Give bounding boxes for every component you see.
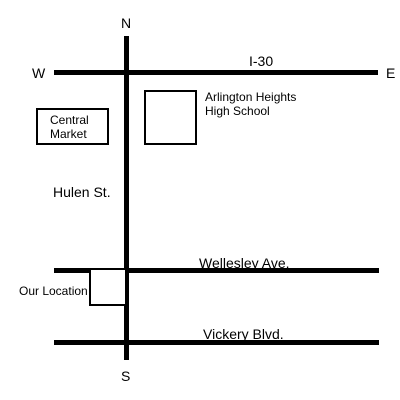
vickery-blvd-road — [54, 340, 379, 345]
central-market-label-line1: Central — [50, 113, 89, 127]
wellesley-ave-road — [54, 268, 379, 273]
compass-north-label: N — [121, 15, 132, 31]
i30-road — [54, 70, 378, 75]
vickery-blvd-label: Vickery Blvd. — [203, 326, 284, 342]
compass-west-label: W — [32, 65, 46, 81]
high-school-label-line2: High School — [205, 104, 270, 118]
i30-label: I-30 — [249, 53, 274, 69]
high-school-label-line1: Arlington Heights — [205, 90, 297, 104]
high-school-label: Arlington Heights High School — [205, 90, 296, 118]
central-market-marker: Central Market — [36, 108, 109, 145]
hulen-st-road — [124, 36, 129, 360]
compass-east-label: E — [386, 65, 396, 81]
wellesley-ave-label: Wellesley Ave. — [199, 255, 290, 271]
hulen-st-label: Hulen St. — [53, 184, 111, 200]
compass-south-label: S — [121, 368, 131, 384]
central-market-label-line2: Market — [50, 127, 87, 141]
high-school-marker — [144, 90, 197, 145]
our-location-marker — [89, 270, 127, 306]
our-location-label: Our Location — [19, 284, 88, 298]
